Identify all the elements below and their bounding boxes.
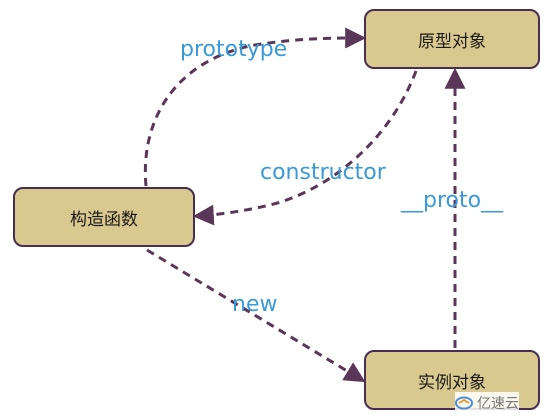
prototype-edge-label: prototype xyxy=(180,37,288,62)
watermark-text: 亿速云 xyxy=(477,396,519,412)
yisu-logo-icon xyxy=(455,396,473,410)
constructor-arrow xyxy=(192,70,418,226)
prototype-object-label: 原型对象 xyxy=(418,31,486,52)
instance-object-label: 实例对象 xyxy=(418,372,486,393)
constructor-function-node: 构造函数 xyxy=(13,187,195,247)
prototype-object-node: 原型对象 xyxy=(364,9,540,69)
new-edge-label: new xyxy=(232,292,278,317)
proto-edge-label: __proto__ xyxy=(401,188,504,213)
prototype-arrow xyxy=(143,27,367,187)
constructor-function-label: 构造函数 xyxy=(70,209,138,230)
constructor-edge-label: constructor xyxy=(260,160,386,185)
watermark: 亿速云 xyxy=(455,392,519,414)
